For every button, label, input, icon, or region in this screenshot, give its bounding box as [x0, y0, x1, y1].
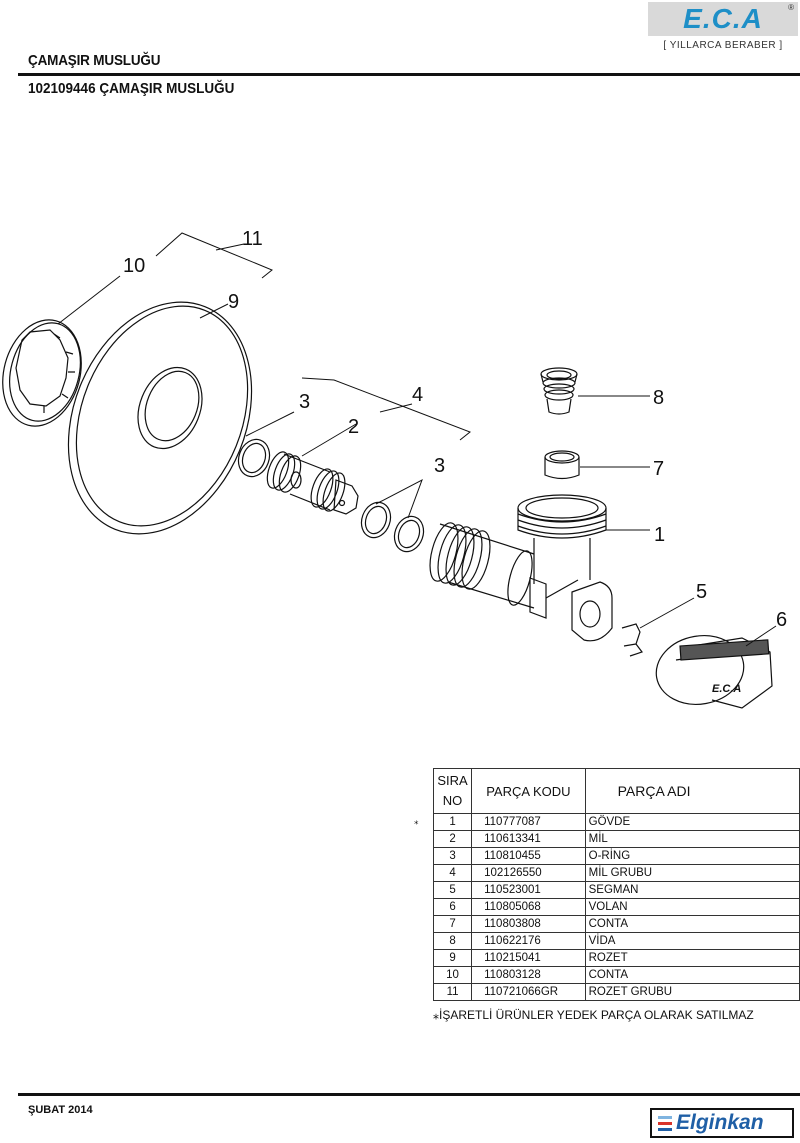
part-number: 2 [432, 830, 473, 848]
part-code: 110810455 [471, 847, 586, 865]
part-number: 5 [432, 881, 473, 899]
elginkan-logo-bars-icon [658, 1115, 672, 1131]
part-number: 9 [432, 949, 473, 967]
product-title: 102109446 ÇAMAŞIR MUSLUĞU [28, 80, 235, 97]
part-number: 8 [432, 932, 473, 950]
part-3-o-rings [237, 438, 425, 553]
document-date: ŞUBAT 2014 [28, 1104, 93, 1116]
part-code: 110721066GR [471, 983, 586, 1001]
handle-eca-logo: E.C.A [712, 683, 741, 695]
part-1-body [429, 494, 613, 642]
part-number: 10 [432, 966, 473, 984]
part-name: CONTA [584, 966, 800, 984]
part-name: O-RİNG [584, 847, 800, 865]
part-number: 11 [432, 983, 473, 1001]
header-sira-no: SIRA NO [432, 768, 473, 814]
part-6-handle: E.C.A [655, 635, 773, 709]
part-number: 7 [432, 915, 473, 933]
eca-logo: E.C.A ® [648, 2, 798, 36]
callout-7: 7 [653, 458, 664, 480]
part-name: SEGMAN [584, 881, 800, 899]
callout-6: 6 [776, 609, 787, 631]
part-7-sleeve [544, 450, 580, 480]
brand-slogan: [ YILLARCA BERABER ] [663, 40, 783, 51]
part-8-screw [540, 367, 578, 415]
header-sira: SIRA [437, 773, 468, 788]
part-number: 3 [432, 847, 473, 865]
part-2-spindle [266, 451, 359, 515]
callout-9: 9 [228, 291, 239, 313]
callout-4: 4 [412, 384, 423, 406]
part-5-clip [621, 623, 643, 657]
callout-3a: 3 [299, 391, 310, 413]
part-name: MİL [584, 830, 800, 848]
header-divider [18, 73, 800, 76]
part-name: VİDA [584, 932, 800, 950]
header-parca-adi: PARÇA ADI [584, 768, 800, 814]
part-name: GÖVDE [584, 813, 800, 831]
exploded-diagram: E.C.A 1 2 3 3 4 5 6 7 8 9 10 [0, 200, 800, 740]
part-name: ROZET [584, 949, 800, 967]
callout-5: 5 [696, 581, 707, 603]
part-name: VOLAN [584, 898, 800, 916]
part-number: 6 [432, 898, 473, 916]
callout-10: 10 [123, 255, 145, 277]
part-code: 110622176 [471, 932, 586, 950]
part-code: 110777087 [471, 813, 586, 831]
eca-logo-mark: E.C.A [683, 3, 763, 34]
part-number: 4 [432, 864, 473, 882]
callout-8: 8 [653, 387, 664, 409]
logo-bar [658, 1121, 672, 1125]
part-code: 110803808 [471, 915, 586, 933]
callout-1: 1 [654, 524, 665, 546]
table-header-row: SIRA NO PARÇA KODU PARÇA ADI [432, 768, 800, 814]
footer-divider [18, 1093, 800, 1096]
part-name: MİL GRUBU [584, 864, 800, 882]
part-code: 110523001 [471, 881, 586, 899]
footnote: ⁎İŞARETLİ ÜRÜNLER YEDEK PARÇA OLARAK SAT… [433, 1008, 754, 1022]
elginkan-wordmark: Elginkan [676, 1111, 764, 1134]
leader-lines [57, 232, 777, 647]
part-code: 110805068 [471, 898, 586, 916]
callout-3b: 3 [434, 455, 445, 477]
callout-2: 2 [348, 416, 359, 438]
part-9-rosette [67, 301, 253, 535]
logo-bar [658, 1127, 672, 1131]
part-code: 110215041 [471, 949, 586, 967]
elginkan-logo: Elginkan [650, 1108, 794, 1138]
callout-11: 11 [242, 228, 263, 250]
part-code: 102126550 [471, 864, 586, 882]
not-sold-star-icon: ⁎ [414, 816, 419, 826]
part-number: 1 [432, 813, 473, 831]
part-code: 110803128 [471, 966, 586, 984]
header-parca-kodu: PARÇA KODU [471, 768, 586, 814]
part-name: CONTA [584, 915, 800, 933]
registered-icon: ® [788, 3, 794, 12]
logo-bar [658, 1115, 672, 1119]
part-code: 110613341 [471, 830, 586, 848]
part-name: ROZET GRUBU [584, 983, 800, 1001]
header-no: NO [442, 793, 463, 808]
page-title: ÇAMAŞIR MUSLUĞU [28, 52, 161, 69]
